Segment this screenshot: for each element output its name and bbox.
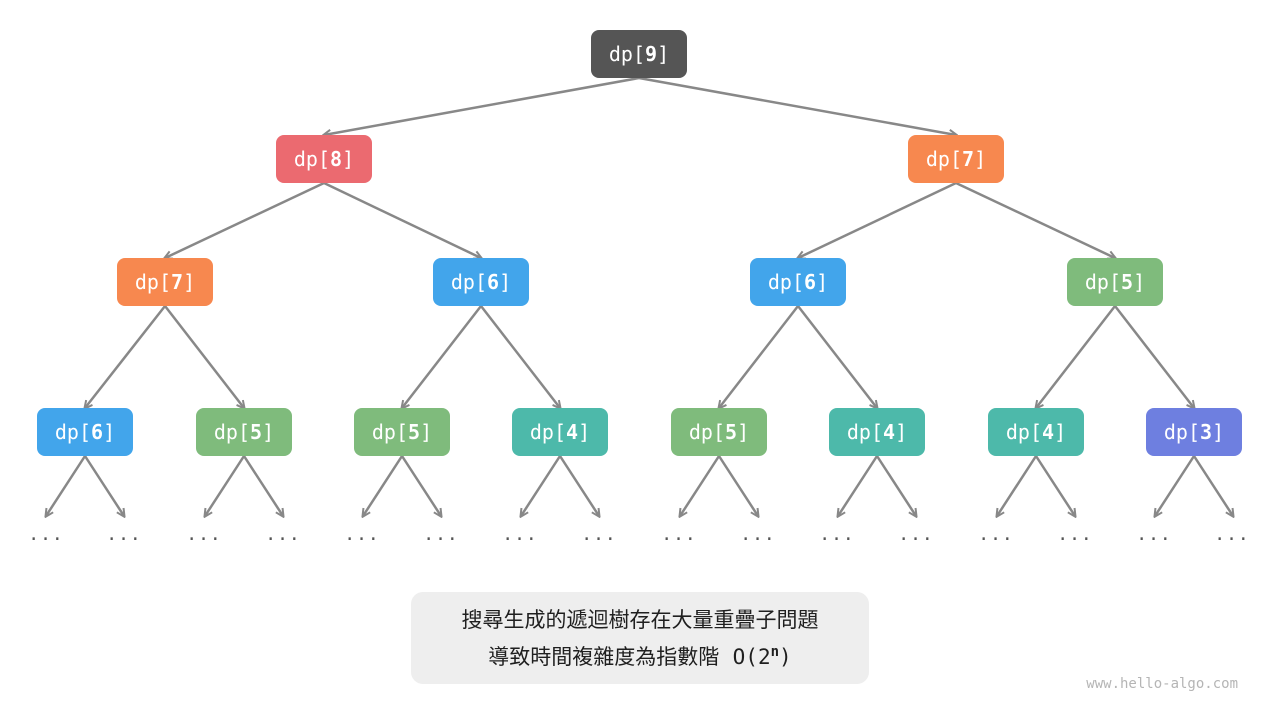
node-dp-5-leaf-c: dp[5]	[671, 408, 767, 456]
tree-edge	[165, 181, 325, 258]
tree-edge	[83, 455, 124, 516]
tree-edge	[85, 305, 166, 408]
tree-edge	[400, 455, 441, 516]
tree-edge	[717, 455, 758, 516]
ellipsis: ...	[978, 524, 1014, 545]
watermark: www.hello-algo.com	[1086, 676, 1238, 692]
tree-edge	[1034, 455, 1075, 516]
node-dp-4-leaf-c: dp[4]	[988, 408, 1084, 456]
node-dp-4-leaf-b: dp[4]	[829, 408, 925, 456]
node-dp-5-leaf-b: dp[5]	[354, 408, 450, 456]
node-dp-6-leaf: dp[6]	[37, 408, 133, 456]
ellipsis: ...	[740, 524, 776, 545]
tree-edge	[955, 181, 1115, 258]
tree-edge	[164, 305, 244, 408]
tree-edge	[480, 305, 560, 408]
tree-edge	[521, 455, 562, 516]
tree-edge	[323, 181, 481, 258]
complexity-notation: O(2n)	[732, 643, 792, 669]
ellipsis: ...	[1057, 524, 1093, 545]
node-dp-6-b: dp[6]	[750, 258, 846, 306]
tree-edge	[1192, 455, 1233, 516]
node-dp-6-a: dp[6]	[433, 258, 529, 306]
tree-edge	[46, 455, 87, 516]
ellipsis: ...	[1214, 524, 1250, 545]
tree-edge	[638, 76, 956, 135]
ellipsis: ...	[344, 524, 380, 545]
ellipsis: ...	[502, 524, 538, 545]
node-dp-5-a: dp[5]	[1067, 258, 1163, 306]
tree-edge	[798, 181, 957, 258]
ellipsis: ...	[819, 524, 855, 545]
tree-edge	[205, 455, 246, 516]
node-dp-9: dp[9]	[591, 30, 687, 78]
tree-edge	[719, 305, 799, 408]
tree-edge	[558, 455, 599, 516]
tree-edge	[997, 455, 1038, 516]
node-dp-8: dp[8]	[276, 135, 372, 183]
tree-edge	[324, 76, 640, 135]
ellipsis: ...	[898, 524, 934, 545]
tree-edge	[680, 455, 721, 516]
caption-box: 搜尋生成的遞迴樹存在大量重疊子問題 導致時間複雜度為指數階 O(2n)	[411, 592, 869, 684]
node-dp-4-leaf-a: dp[4]	[512, 408, 608, 456]
ellipsis: ...	[28, 524, 64, 545]
tree-edge	[242, 455, 283, 516]
caption-line-2-text: 導致時間複雜度為指數階	[488, 644, 720, 669]
ellipsis: ...	[106, 524, 142, 545]
tree-edge	[797, 305, 877, 408]
tree-edge	[1114, 305, 1194, 408]
tree-edge	[402, 305, 482, 408]
ellipsis: ...	[186, 524, 222, 545]
node-dp-5-leaf-a: dp[5]	[196, 408, 292, 456]
tree-edge	[838, 455, 879, 516]
node-dp-7-right: dp[7]	[908, 135, 1004, 183]
tree-edge	[363, 455, 404, 516]
caption-line-1: 搜尋生成的遞迴樹存在大量重疊子問題	[461, 607, 819, 632]
ellipsis: ...	[581, 524, 617, 545]
tree-edge	[1036, 305, 1116, 408]
caption-line-2: 導致時間複雜度為指數階 O(2n)	[411, 636, 869, 673]
node-dp-7-left: dp[7]	[117, 258, 213, 306]
ellipsis: ...	[423, 524, 459, 545]
tree-edge	[1155, 455, 1196, 516]
ellipsis: ...	[265, 524, 301, 545]
ellipsis: ...	[661, 524, 697, 545]
node-dp-3-leaf: dp[3]	[1146, 408, 1242, 456]
tree-edge	[875, 455, 916, 516]
ellipsis: ...	[1136, 524, 1172, 545]
